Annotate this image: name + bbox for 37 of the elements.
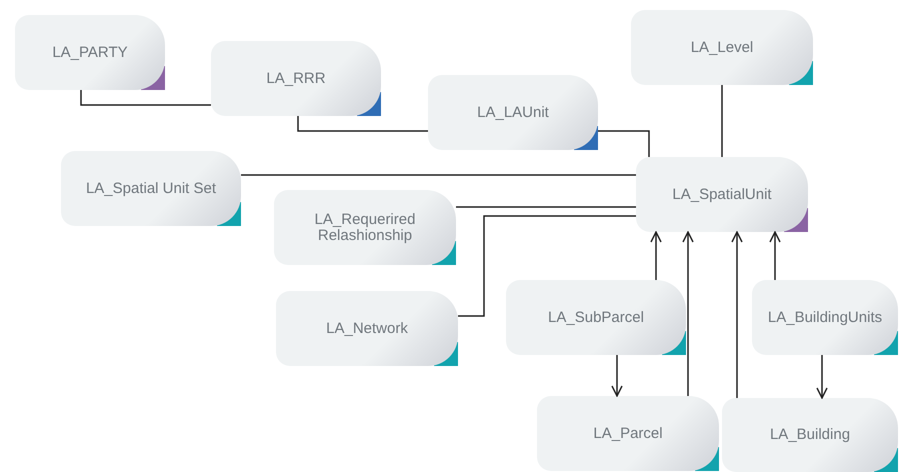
arrow xyxy=(769,231,781,280)
connector-line xyxy=(721,85,723,157)
class-box xyxy=(274,190,456,265)
class-box xyxy=(636,157,808,232)
connector-line xyxy=(456,206,636,208)
arrow xyxy=(816,355,828,399)
class-box xyxy=(15,15,165,90)
class-box xyxy=(752,280,898,355)
class-name: LA_Network xyxy=(325,320,409,336)
class-name: LA_PARTY xyxy=(51,44,129,60)
class-box xyxy=(276,291,458,366)
class-name: LA_RRR xyxy=(265,70,327,86)
connector-line xyxy=(598,130,650,157)
class-box xyxy=(61,151,241,226)
class-name: LA_Requerired Relashionship xyxy=(314,212,416,244)
connector-line xyxy=(297,116,428,132)
class-name: LA_Building xyxy=(768,427,852,443)
class-name: LA_Spatial Unit Set xyxy=(84,180,218,196)
connector-line xyxy=(458,215,636,317)
arrow xyxy=(682,231,694,396)
connector-line xyxy=(80,90,211,106)
class-box xyxy=(722,398,898,472)
class-name: LA_SpatialUnit xyxy=(671,186,773,202)
class-box xyxy=(428,75,598,150)
class-name: LA_SubParcel xyxy=(547,310,645,326)
class-name: LA_Parcel xyxy=(592,426,664,442)
arrow xyxy=(611,355,623,397)
class-name: LA_LAUnit xyxy=(476,104,550,120)
class-box xyxy=(211,41,381,116)
class-box xyxy=(631,10,813,85)
arrow xyxy=(650,231,662,280)
class-name: LA_BuildingUnits xyxy=(766,310,884,326)
connector-line xyxy=(241,174,636,176)
arrow xyxy=(731,231,743,398)
class-box xyxy=(537,396,719,471)
class-name: LA_Level xyxy=(690,40,754,56)
class-box xyxy=(506,280,686,355)
